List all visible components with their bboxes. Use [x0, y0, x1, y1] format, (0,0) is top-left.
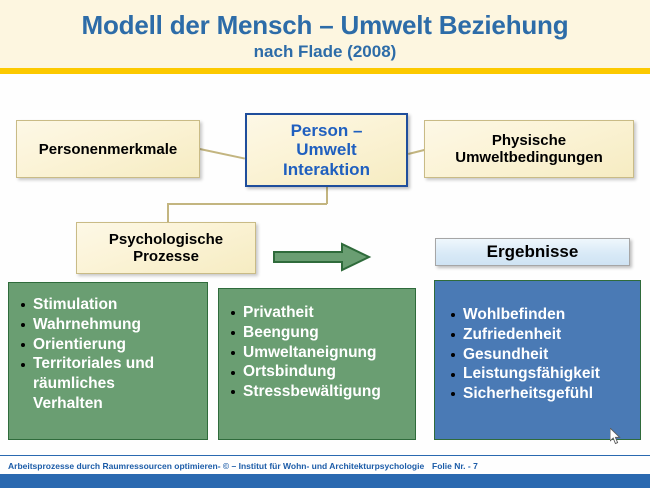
footer-credit: Arbeitsprozesse durch Raumressourcen opt… [8, 461, 425, 471]
list-item: Stressbewältigung [229, 382, 407, 402]
box-psychologische-label: Psychologische Prozesse [109, 231, 223, 266]
header-divider-rule [0, 68, 650, 74]
footer-divider [0, 455, 650, 456]
box-personenmerkmale[interactable]: Personenmerkmale [16, 120, 200, 178]
slide-header [0, 0, 650, 68]
list-item: Zufriedenheit [449, 325, 632, 345]
mouse-cursor-icon [610, 428, 621, 445]
list-item: Ortsbindung [229, 362, 407, 382]
box-physische-umweltbedingungen[interactable]: Physische Umweltbedingungen [424, 120, 634, 178]
connector-down-to-psychologische [167, 203, 169, 223]
list-item: Orientierung [19, 335, 199, 355]
box-physische-label: Physische Umweltbedingungen [455, 132, 603, 167]
right-arrow-icon [273, 242, 372, 272]
box-person-umwelt-interaktion-label: Person – Umwelt Interaktion [283, 121, 370, 178]
page-subtitle: nach Flade (2008) [253, 42, 397, 61]
footer-slide-number: Folie Nr. - 7 [432, 461, 478, 471]
box-person-umwelt-line3: Interaktion [283, 159, 370, 179]
list-item: Territoriales und [19, 354, 199, 374]
box-person-umwelt-interaktion[interactable]: Person – Umwelt Interaktion [245, 113, 408, 187]
list-item: Wahrnehmung [19, 315, 199, 335]
list-item: Wohlbefinden [449, 305, 632, 325]
box-physische-line1: Physische [491, 131, 567, 149]
list-item: Gesundheit [449, 345, 632, 365]
list-item: Leistungsfähigkeit [449, 364, 632, 384]
footer-bar [0, 474, 650, 488]
box-person-umwelt-line2: Umwelt [296, 140, 357, 160]
list-item: Stimulation [19, 295, 199, 315]
connector-personenmerkmale-to-interaktion [199, 148, 245, 160]
page-title: Modell der Mensch – Umwelt Beziehung [81, 10, 569, 40]
list-item: Umweltaneignung [229, 343, 407, 363]
box-personenmerkmale-label: Personenmerkmale [38, 140, 178, 158]
box-psychologische-line2: Prozesse [133, 248, 199, 265]
list-item: Privatheit [229, 303, 407, 323]
box-physische-line2: Umweltbedingungen [455, 149, 603, 166]
connector-interaktion-down [326, 187, 328, 204]
list-item: räumliches [33, 375, 115, 393]
box-person-umwelt-line1: Person – [290, 121, 363, 141]
connector-horizontal-elbow [167, 203, 327, 205]
box-ergebnisse[interactable]: Ergebnisse [435, 238, 630, 266]
list-item: Beengung [229, 323, 407, 343]
box-psychologische-line1: Psychologische [108, 230, 224, 248]
list-item: Verhalten [33, 395, 103, 413]
list-item: Sicherheitsgefühl [449, 384, 632, 404]
box-ergebnisse-label: Ergebnisse [486, 242, 579, 261]
box-psychologische-prozesse[interactable]: Psychologische Prozesse [76, 222, 256, 274]
